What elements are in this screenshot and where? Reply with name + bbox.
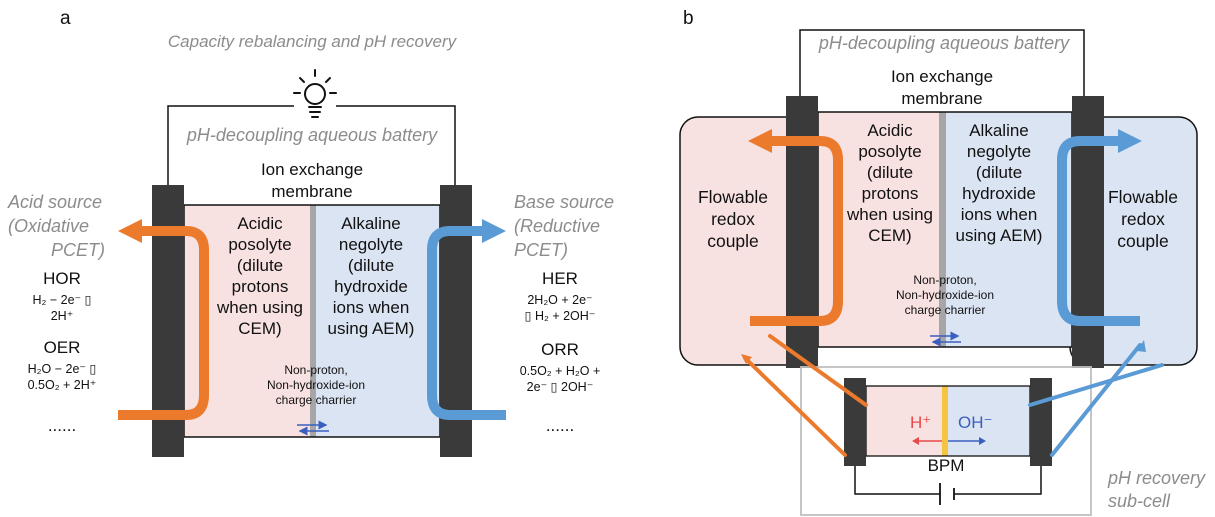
battery-title-a: pH-decoupling aqueous battery: [186, 125, 438, 145]
more-reactions-left: ......: [47, 416, 77, 435]
her-equation: 2H₂O + 2e⁻▯ H₂ + 2OH⁻: [524, 293, 596, 323]
acid-arrowhead-a: [118, 219, 142, 243]
orr-equation: 0.5O₂ + H₂O +2e⁻ ▯ 2OH⁻: [519, 364, 601, 394]
bipolar-membrane: [942, 386, 948, 456]
circuit-wire-b: [799, 29, 1085, 96]
acid-source-label: Acid source (Oxidative PCET): [8, 192, 105, 260]
hor-label: HOR: [43, 269, 81, 288]
acid-flow-arrow-a: [118, 226, 209, 420]
proton-label: H⁺: [910, 413, 932, 432]
subcell-acid-region: [866, 386, 942, 456]
exchange-arrows-b: [930, 331, 961, 347]
acid-flow-arrow-b: [750, 136, 843, 326]
battery-title-b: pH-decoupling aqueous battery: [818, 33, 1070, 53]
base-arrowhead-b: [1118, 129, 1142, 153]
acid-arrowhead-b: [748, 129, 772, 153]
base-source-label: Base source (Reductive PCET): [514, 192, 615, 260]
her-label: HER: [542, 269, 578, 288]
base-arrowhead-a: [482, 219, 506, 243]
subcell-circuit: [854, 466, 1042, 495]
subcell-right-electrode: [1030, 378, 1052, 466]
oer-equation: H₂O − 2e⁻ ▯0.5O₂ + 2H⁺: [27, 362, 97, 392]
hor-equation: H₂ − 2e⁻ ▯2H⁺: [32, 293, 92, 323]
exchange-arrows-a: [297, 420, 329, 436]
lightbulb-icon: [293, 69, 337, 118]
orange-return-streams: [741, 334, 868, 457]
oer-label: OER: [43, 338, 81, 357]
hydroxide-label: OH⁻: [958, 413, 993, 432]
negolyte-region-a: [316, 205, 440, 437]
base-flow-arrow-b: [1057, 136, 1140, 326]
proton-arrow: [912, 437, 942, 445]
blue-return-streams: [1028, 340, 1164, 457]
ion-exchange-membrane-a: [310, 205, 316, 437]
base-flow-arrow-a: [427, 226, 506, 420]
panel-a-label: a: [60, 8, 71, 29]
panel-b-label: b: [683, 8, 694, 29]
ion-exchange-membrane-b: [939, 112, 946, 347]
bpm-label: BPM: [927, 456, 965, 475]
hydroxide-arrow: [948, 437, 986, 445]
orr-label: ORR: [541, 340, 579, 359]
circuit-wire-a: [167, 105, 456, 186]
capacity-rebalancing-caption: Capacity rebalancing and pH recovery: [167, 32, 457, 51]
subcell-base-region: [948, 386, 1030, 456]
ph-recovery-subcell-box: [800, 366, 1092, 516]
more-reactions-right: ......: [545, 416, 575, 435]
negolyte-region-b: [946, 112, 1072, 347]
